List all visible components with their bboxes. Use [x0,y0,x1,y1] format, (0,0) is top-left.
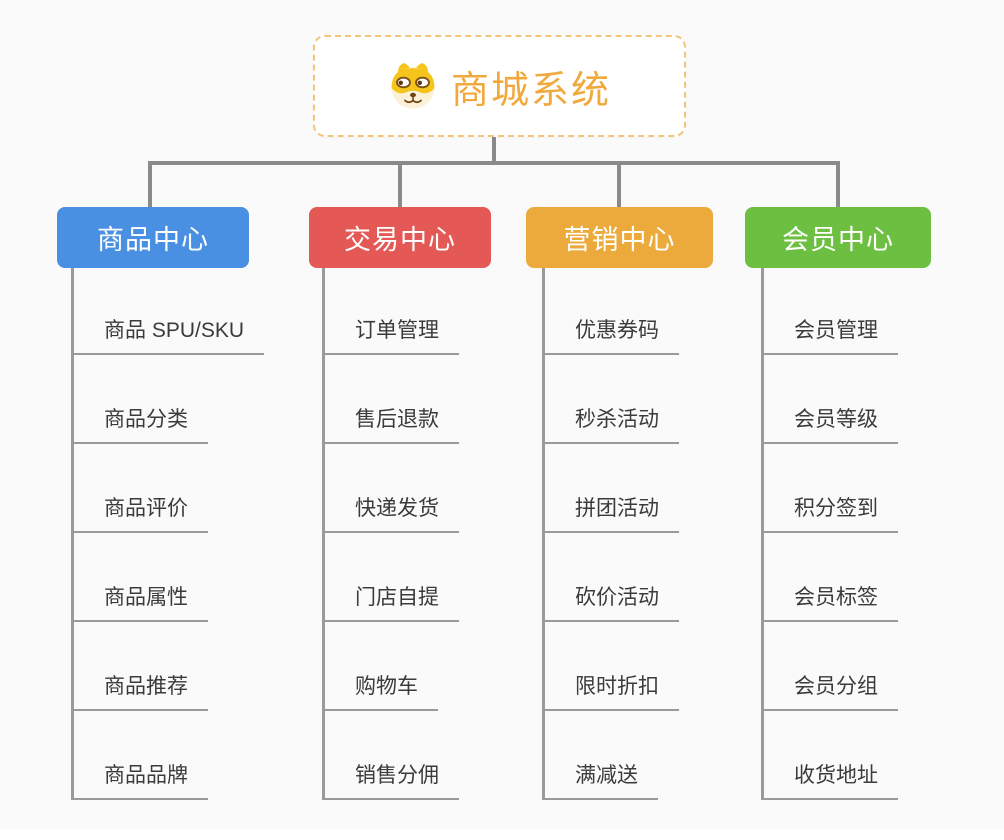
branch-children-member: 会员管理 会员等级 积分签到 会员标签 会员分组 收货地址 [761,268,898,800]
child-node[interactable]: 会员等级 [761,355,898,444]
child-label: 商品品牌 [104,764,188,787]
child-label: 售后退款 [355,408,439,431]
child-label: 购物车 [355,675,418,698]
branch-label: 交易中心 [344,225,456,255]
child-node[interactable]: 快递发货 [322,444,459,533]
child-node[interactable]: 积分签到 [761,444,898,533]
child-node[interactable]: 限时折扣 [542,622,679,711]
child-label: 满减送 [575,764,638,787]
child-label: 限时折扣 [575,675,659,698]
child-label: 商品分类 [104,408,188,431]
child-label: 门店自提 [355,586,439,609]
child-label: 会员分组 [794,675,878,698]
child-node[interactable]: 满减送 [542,711,658,800]
child-node[interactable]: 售后退款 [322,355,459,444]
branch-node-member[interactable]: 会员中心 [745,207,931,268]
child-node[interactable]: 砍价活动 [542,533,679,622]
branch-label: 商品中心 [97,225,209,255]
child-node[interactable]: 拼团活动 [542,444,679,533]
branch-node-marketing[interactable]: 营销中心 [526,207,713,268]
child-label: 优惠券码 [575,319,659,342]
root-title: 商城系统 [450,69,611,112]
branch-children-marketing: 优惠券码 秒杀活动 拼团活动 砍价活动 限时折扣 满减送 [542,268,679,800]
child-label: 会员标签 [794,586,878,609]
child-node[interactable]: 秒杀活动 [542,355,679,444]
child-node[interactable]: 订单管理 [322,268,459,355]
child-label: 会员管理 [794,319,878,342]
child-label: 积分签到 [794,497,878,520]
child-node[interactable]: 销售分佣 [322,711,459,800]
child-label: 商品属性 [104,586,188,609]
child-node[interactable]: 商品品牌 [71,711,208,800]
child-node[interactable]: 购物车 [322,622,438,711]
branch-label: 会员中心 [782,225,894,255]
child-node[interactable]: 优惠券码 [542,268,679,355]
branch-node-trade[interactable]: 交易中心 [309,207,491,268]
branch-node-product[interactable]: 商品中心 [57,207,249,268]
child-label: 收货地址 [794,764,878,787]
connector-path [148,137,840,207]
child-node[interactable]: 商品属性 [71,533,208,622]
child-label: 快递发货 [355,497,439,520]
child-label: 订单管理 [355,319,439,342]
child-label: 销售分佣 [355,764,439,787]
branch-label: 营销中心 [563,225,676,255]
child-label: 拼团活动 [575,497,659,520]
child-node[interactable]: 收货地址 [761,711,898,800]
child-node[interactable]: 会员管理 [761,268,898,355]
branch-children-trade: 订单管理 售后退款 快递发货 门店自提 购物车 销售分佣 [322,268,459,800]
child-node[interactable]: 门店自提 [322,533,459,622]
child-node[interactable]: 商品评价 [71,444,208,533]
child-label: 商品评价 [104,497,188,520]
dog-face-icon [388,62,438,110]
child-label: 砍价活动 [575,586,659,609]
branch-children-product: 商品 SPU/SKU 商品分类 商品评价 商品属性 商品推荐 商品品牌 [71,268,265,800]
child-node[interactable]: 会员分组 [761,622,898,711]
child-label: 会员等级 [794,408,878,431]
child-label: 商品 SPU/SKU [104,319,245,342]
child-label: 商品推荐 [104,675,188,698]
child-label: 秒杀活动 [575,408,659,431]
child-node[interactable]: 商品推荐 [71,622,208,711]
canvas-bottom-strip [0,830,1004,840]
root-node[interactable]: 商城系统 [313,35,686,137]
child-node[interactable]: 商品 SPU/SKU [71,268,265,355]
child-node[interactable]: 会员标签 [761,533,898,622]
child-node[interactable]: 商品分类 [71,355,208,444]
